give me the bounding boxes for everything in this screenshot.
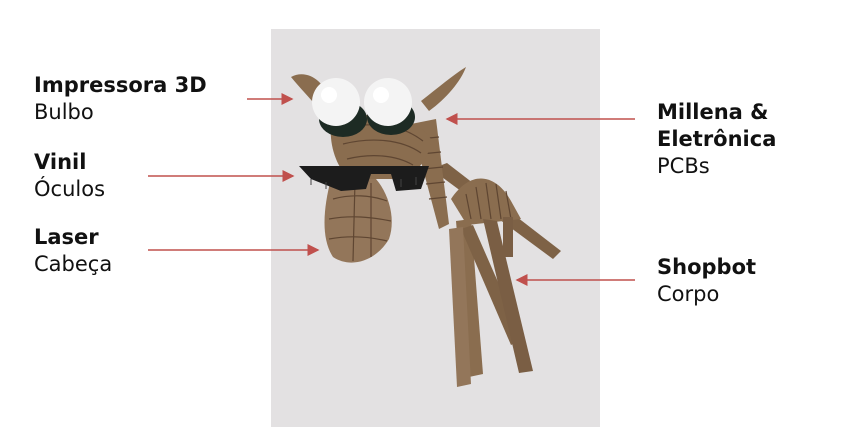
label-laser-part: Cabeça xyxy=(34,252,113,276)
label-vinil: Vinil Óculos xyxy=(34,149,105,203)
label-millena-title-line1: Millena & xyxy=(657,100,769,124)
vinil-glasses xyxy=(299,166,429,191)
label-shopbot-part: Corpo xyxy=(657,282,720,306)
label-millena-title-line2: Eletrônica xyxy=(657,127,777,151)
label-vinil-part: Óculos xyxy=(34,177,106,201)
label-laser: Laser Cabeça xyxy=(34,224,112,278)
label-millena-part: PCBs xyxy=(657,154,710,178)
label-shopbot-title: Shopbot xyxy=(657,255,757,279)
giraffe-photo xyxy=(271,29,600,427)
giraffe-illustration xyxy=(291,67,561,387)
label-millena: Millena & Eletrônica PCBs xyxy=(657,99,776,180)
label-impressora-part: Bulbo xyxy=(34,100,94,124)
label-laser-title: Laser xyxy=(34,225,99,249)
label-shopbot: Shopbot Corpo xyxy=(657,254,756,308)
label-impressora: Impressora 3D Bulbo xyxy=(34,72,207,126)
bulb-eyes xyxy=(312,78,415,137)
label-impressora-title: Impressora 3D xyxy=(34,73,207,97)
label-vinil-title: Vinil xyxy=(34,150,87,174)
